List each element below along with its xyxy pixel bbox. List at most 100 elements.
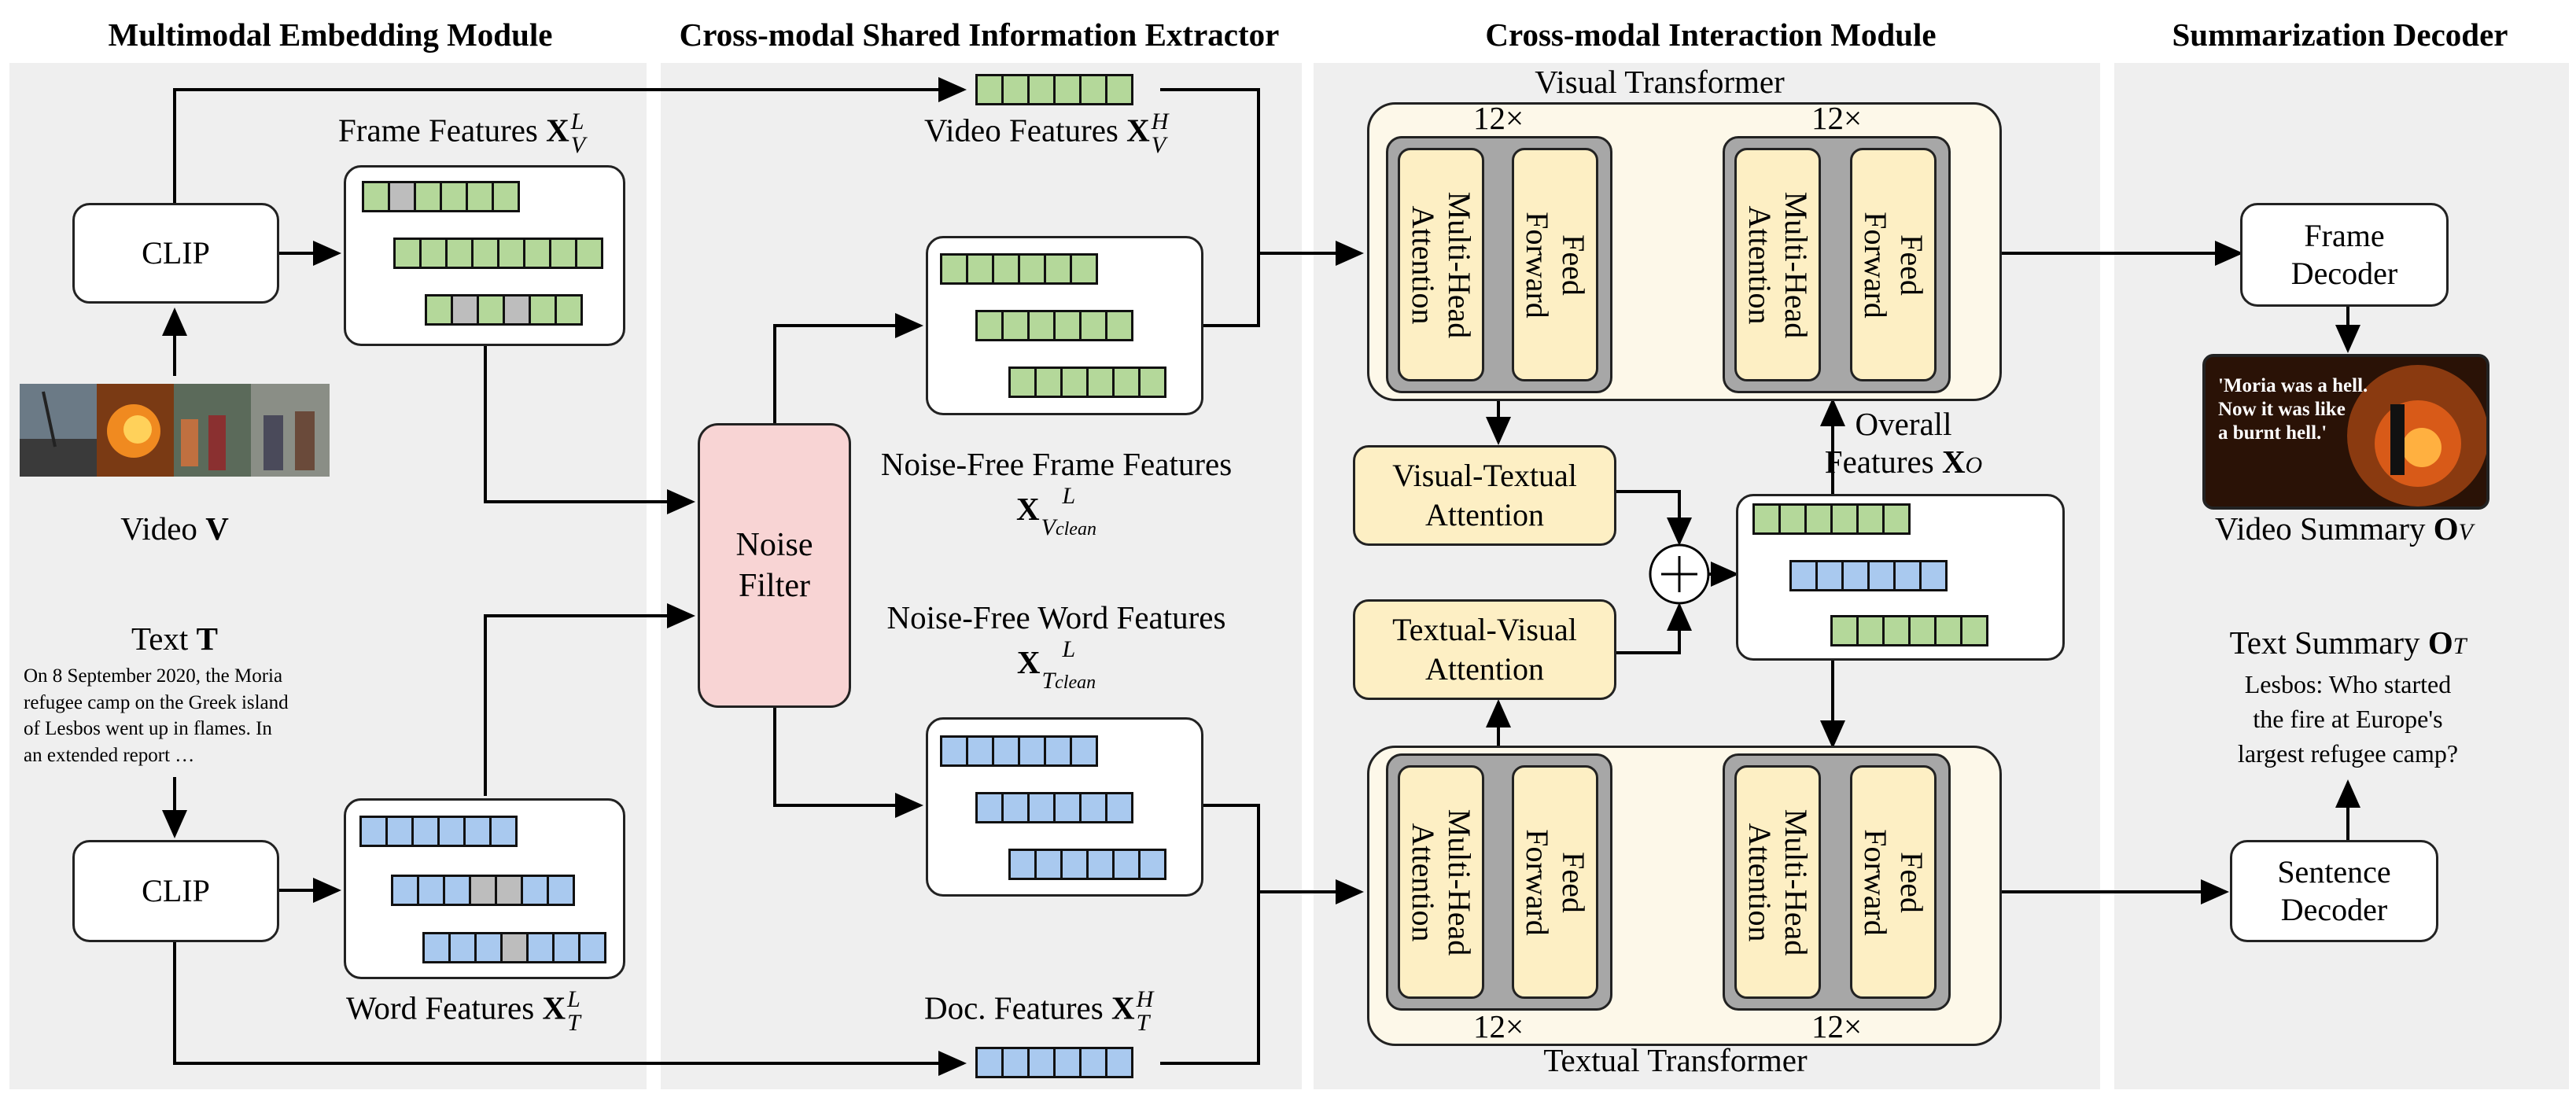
- token-cell: [414, 181, 442, 212]
- token-cell: [1830, 615, 1859, 646]
- nf-word-token-row-1: [940, 735, 1098, 767]
- token-cell: [1027, 1047, 1056, 1078]
- token-cell: [555, 294, 583, 326]
- arrow-noise-to-nf-word: [773, 708, 923, 818]
- token-cell: [1034, 366, 1063, 398]
- token-cell: [1778, 503, 1807, 535]
- token-cell: [451, 294, 479, 326]
- video-label: Video V: [120, 510, 229, 547]
- tt-repeat-1: 12×: [1472, 1008, 1524, 1044]
- sentence-decoder: Sentence Decoder: [2230, 840, 2438, 942]
- text-summary-label: Text Summary OT: [2229, 624, 2467, 661]
- token-cell: [1138, 366, 1166, 398]
- arrow-word-to-noise: [484, 603, 695, 796]
- token-cell: [1079, 1047, 1107, 1078]
- arrow-nf-word-to-tt: [1203, 804, 1364, 904]
- token-cell: [385, 816, 414, 847]
- overall-token-row-1: [1752, 503, 1911, 535]
- noise-filter: Noise Filter: [698, 423, 851, 708]
- arrow-nf-frame-to-vt: [1203, 253, 1260, 327]
- tt-layer-1-ff: Feed Forward: [1512, 765, 1598, 999]
- plus-operator: [1649, 543, 1710, 605]
- token-cell: [1008, 366, 1037, 398]
- token-cell: [1138, 849, 1166, 880]
- header-decoder: Summarization Decoder: [2172, 17, 2508, 53]
- arrow-clip-to-doc-features: [173, 942, 967, 1076]
- nf-word-token-row-2: [975, 792, 1133, 823]
- token-cell: [1112, 366, 1141, 398]
- nf-frame-token-row-1: [940, 253, 1098, 285]
- token-cell: [1960, 615, 1988, 646]
- token-cell: [1908, 615, 1937, 646]
- token-cell: [1070, 253, 1098, 285]
- token-cell: [1027, 74, 1056, 105]
- visual-textual-attention: Visual-Textual Attention: [1353, 445, 1616, 546]
- token-cell: [1001, 792, 1030, 823]
- token-cell: [1053, 310, 1082, 341]
- token-cell: [362, 181, 390, 212]
- token-cell: [1018, 253, 1046, 285]
- arrow-clip-to-video-features: [173, 77, 967, 203]
- token-cell: [388, 181, 416, 212]
- vt-layer-1-ff: Feed Forward: [1512, 148, 1598, 381]
- token-cell: [471, 238, 499, 269]
- token-cell: [1079, 310, 1107, 341]
- vt-layer-2-ff: Feed Forward: [1850, 148, 1937, 381]
- header-extractor: Cross-modal Shared Information Extractor: [679, 17, 1280, 53]
- token-cell: [1112, 849, 1141, 880]
- text-input-paragraph: On 8 September 2020, the Moria refugee c…: [24, 665, 289, 766]
- overall-token-row-2: [1789, 560, 1948, 591]
- token-cell: [474, 932, 503, 963]
- arrow-vta-to-plus: [1616, 490, 1692, 546]
- token-cell: [1044, 735, 1072, 767]
- token-cell: [1882, 615, 1911, 646]
- token-cell: [1882, 503, 1911, 535]
- video-summary-image: 'Moria was a hell. Now it was like a bur…: [2202, 354, 2489, 510]
- nf-word-token-row-3: [1008, 849, 1166, 880]
- video-frames-image: [20, 384, 330, 477]
- token-cell: [1001, 74, 1030, 105]
- token-cell: [1815, 560, 1844, 591]
- token-cell: [992, 253, 1020, 285]
- token-cell: [1830, 503, 1859, 535]
- overall-token-row-3: [1830, 615, 1988, 646]
- token-cell: [1804, 503, 1833, 535]
- token-cell: [443, 875, 471, 906]
- token-cell: [552, 932, 580, 963]
- token-cell: [1105, 792, 1133, 823]
- doc-features-tokens: [975, 1047, 1133, 1078]
- clip-box-text: CLIP: [72, 840, 279, 942]
- token-cell: [975, 310, 1004, 341]
- token-cell: [497, 238, 525, 269]
- frame-decoder: Frame Decoder: [2240, 203, 2449, 307]
- frame-token-row-1: [362, 181, 520, 212]
- header-embedding: Multimodal Embedding Module: [108, 17, 553, 53]
- token-cell: [1086, 366, 1115, 398]
- token-cell: [425, 294, 453, 326]
- token-cell: [975, 1047, 1004, 1078]
- token-cell: [477, 294, 505, 326]
- frame-token-row-3: [425, 294, 583, 326]
- tt-layer-2-mha: Multi-Head Attention: [1734, 765, 1821, 999]
- token-cell: [575, 238, 603, 269]
- token-cell: [1001, 1047, 1030, 1078]
- token-cell: [440, 181, 468, 212]
- textual-transformer-label: Textual Transformer: [1543, 1042, 1808, 1078]
- word-token-row-3: [422, 932, 606, 963]
- token-cell: [1105, 1047, 1133, 1078]
- video-thumbnails: [20, 384, 330, 477]
- token-cell: [1079, 792, 1107, 823]
- token-cell: [975, 792, 1004, 823]
- token-cell: [521, 875, 549, 906]
- token-cell: [1856, 503, 1885, 535]
- token-cell: [578, 932, 606, 963]
- token-cell: [419, 238, 448, 269]
- vt-repeat-2: 12×: [1811, 100, 1863, 136]
- text-summary-lines: Lesbos: Who started the fire at Europe's…: [2237, 670, 2459, 768]
- token-cell: [1893, 560, 1922, 591]
